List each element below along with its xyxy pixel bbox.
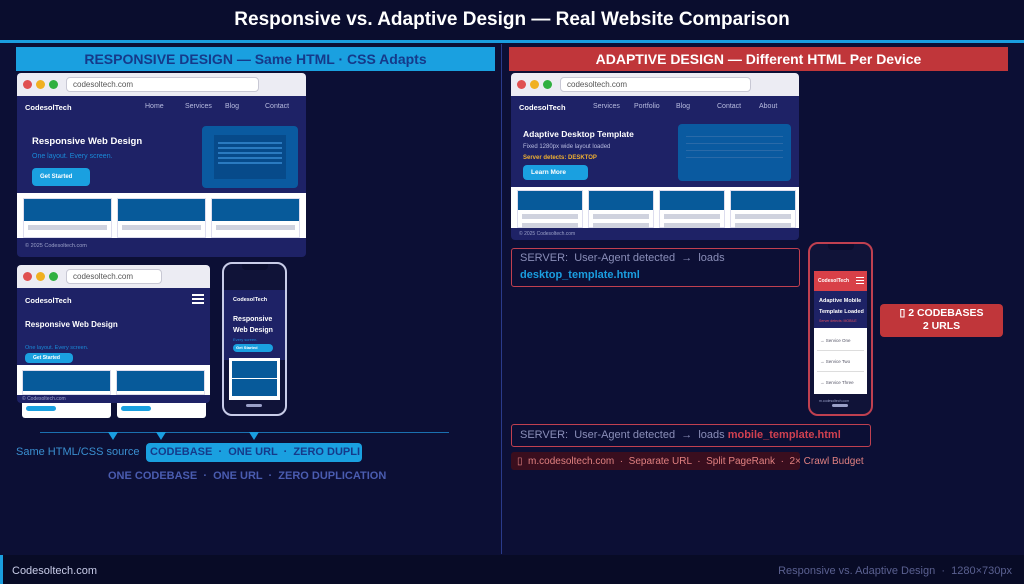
hero-subtitle: One layout. Every screen.: [32, 153, 113, 160]
home-indicator: [246, 404, 262, 407]
page-title: Responsive vs. Adaptive Design — Real We…: [0, 0, 1024, 40]
list-item[interactable]: → Service Two: [817, 351, 864, 372]
hamburger-icon[interactable]: [192, 294, 204, 304]
get-started-button[interactable]: Get Started: [25, 353, 73, 363]
mobile-template-file: mobile_template.html: [727, 429, 841, 441]
hero-subtitle: One layout. Every screen.: [25, 345, 89, 351]
home-indicator: [832, 404, 848, 407]
adaptive-phone: CodesolTech Adaptive Mobile Template Loa…: [808, 242, 873, 416]
logo: CodesolTech: [519, 103, 566, 112]
hero-title: Adaptive Desktop Template: [523, 129, 634, 139]
nav-about[interactable]: About: [759, 103, 778, 110]
summary-pill: CODEBASE · ONE URL · ZERO DUPLI: [146, 443, 362, 462]
footer-right: Responsive vs. Adaptive Design · 1280×73…: [778, 565, 1012, 577]
hero-title: Responsive Web Design: [233, 316, 273, 334]
address-bar[interactable]: codesoltech.com: [560, 77, 751, 92]
responsive-desktop-browser: codesoltech.com CodesolTech Home Service…: [17, 73, 306, 257]
hero-subtitle: Every screen.: [233, 337, 258, 342]
adaptive-desktop-browser: codesoltech.com CodesolTech Services Por…: [511, 73, 799, 240]
responsive-banner: RESPONSIVE DESIGN — Same HTML · CSS Adap…: [16, 47, 495, 71]
hero-title: Responsive Web Design: [25, 320, 118, 329]
footer-left: Codesoltech.com: [12, 565, 97, 577]
address-bar[interactable]: codesoltech.com: [66, 269, 162, 284]
nav-contact[interactable]: Contact: [717, 103, 742, 110]
nav-services[interactable]: Services: [593, 103, 620, 110]
server-desktop-note: SERVER: User-Agent detected → loads desk…: [511, 248, 800, 287]
arrow-down-icon: [156, 432, 166, 440]
desktop-template-file: desktop_template.html: [520, 269, 640, 281]
nav-blog[interactable]: Blog: [225, 103, 240, 110]
address-bar[interactable]: codesoltech.com: [66, 77, 259, 92]
nav-contact[interactable]: Contact: [265, 103, 290, 110]
column-divider: [501, 44, 502, 554]
hero-image: [202, 126, 298, 188]
logo: CodesolTech: [25, 103, 72, 112]
responsive-phone: CodesolTech Responsive Web Design Every …: [222, 262, 287, 416]
site-footer: © Codesoltech.com: [22, 396, 66, 402]
nav-blog[interactable]: Blog: [676, 103, 691, 110]
pill-ghost-text: ONE CODEBASE · ONE URL · ZERO DUPLICATIO…: [108, 470, 387, 482]
get-started-button[interactable]: Get Started: [233, 344, 273, 352]
detect-label: Server detects: MOBILE: [819, 319, 857, 323]
site-footer: © 2025 Codesoltech.com: [519, 231, 576, 237]
connector-line: [40, 432, 449, 433]
get-started-button[interactable]: Get Started: [32, 168, 90, 186]
list-item[interactable]: → Service One: [817, 330, 864, 351]
footer-bar: [0, 555, 1024, 584]
site-footer: m.codesoltech.com: [819, 399, 850, 403]
nav-services[interactable]: Services: [185, 103, 212, 110]
logo: CodesolTech: [818, 278, 850, 284]
nav-home[interactable]: Home: [145, 103, 164, 110]
site-footer: © 2025 Codesoltech.com: [25, 243, 87, 249]
hero-title: Responsive Web Design: [32, 136, 143, 147]
nav-portfolio[interactable]: Portfolio: [634, 103, 660, 110]
responsive-tablet-browser: codesoltech.com CodesolTech Responsive W…: [17, 265, 210, 403]
adaptive-banner: ADAPTIVE DESIGN — Different HTML Per Dev…: [509, 47, 1008, 71]
list-item[interactable]: → Service Three: [820, 380, 854, 385]
hero-subtitle: Fixed 1280px wide layout loaded: [523, 144, 611, 150]
logo: CodesolTech: [25, 296, 72, 305]
learn-more-button[interactable]: Learn More: [523, 165, 588, 180]
adaptive-drawbacks-note: ▯ m.codesoltech.com · Separate URL · Spl…: [517, 456, 864, 467]
detect-label: Server detects: DESKTOP: [523, 155, 597, 161]
source-label: Same HTML/CSS source: [16, 446, 140, 458]
arrow-down-icon: [249, 432, 259, 440]
logo: CodesolTech: [233, 297, 268, 303]
hero-image: [678, 124, 791, 181]
header-divider: [0, 40, 1024, 43]
server-mobile-note: SERVER: User-Agent detected → loads mobi…: [511, 424, 871, 447]
hero-title: Adaptive Mobile Template Loaded: [819, 298, 864, 315]
arrow-down-icon: [108, 432, 118, 440]
hamburger-icon[interactable]: [856, 277, 864, 284]
